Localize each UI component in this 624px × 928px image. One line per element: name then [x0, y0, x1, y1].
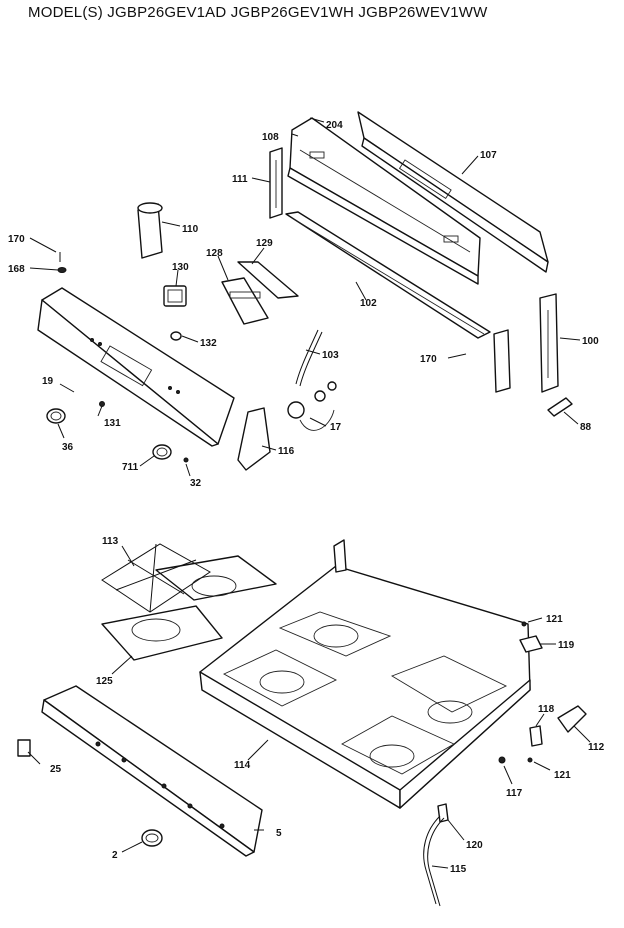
part-112-latch [557, 705, 587, 733]
callout-36: 36 [62, 442, 74, 453]
part-manifold-panel [37, 287, 235, 447]
part-118-bracket [529, 725, 543, 747]
callout-132: 132 [200, 338, 217, 349]
callout-121-top: 121 [546, 614, 563, 625]
part-88-clip [547, 397, 573, 417]
callout-118: 118 [538, 704, 555, 715]
callout-labels: 204 108 107 111 110 170 168 128 129 130 … [8, 120, 605, 875]
callout-107: 107 [480, 150, 497, 161]
callout-5: 5 [276, 828, 282, 839]
part-125-burner-pan [101, 555, 277, 661]
part-115-rod [423, 815, 445, 907]
part-113-grate [101, 543, 211, 613]
callout-100: 100 [582, 336, 599, 347]
callout-170-right: 170 [420, 354, 437, 365]
callout-117: 117 [506, 788, 523, 799]
callout-111: 111 [232, 174, 248, 185]
part-5-front-panel [41, 685, 263, 857]
callout-130: 130 [172, 262, 189, 273]
part-17-valve-set [287, 381, 337, 431]
callout-121-bottom: 121 [554, 770, 571, 781]
callout-115: 115 [450, 864, 467, 875]
callout-131: 131 [104, 418, 121, 429]
callout-119: 119 [558, 640, 575, 651]
part-711-knob [152, 444, 172, 460]
callout-17: 17 [330, 422, 342, 433]
model-header: MODEL(S) JGBP26GEV1AD JGBP26GEV1WH JGBP2… [28, 4, 488, 21]
part-32-screw [183, 457, 189, 463]
callout-25: 25 [50, 764, 62, 775]
part-121-screw-top [521, 621, 527, 627]
callout-204: 204 [326, 120, 343, 131]
part-25-bracket [17, 739, 31, 757]
part-103-tube [295, 329, 323, 387]
part-131-screw [99, 401, 105, 407]
part-2-knob [141, 829, 163, 847]
callout-108: 108 [262, 132, 279, 143]
part-108-backsplash [287, 117, 481, 285]
part-small-bracket [493, 329, 511, 393]
callout-116: 116 [278, 446, 295, 457]
callout-102: 102 [360, 298, 377, 309]
callout-112: 112 [588, 742, 605, 753]
callout-711: 711 [122, 462, 139, 473]
part-168-washer [57, 267, 67, 273]
part-132-clip [170, 331, 182, 341]
callout-88: 88 [580, 422, 592, 433]
part-111-bracket [269, 147, 283, 219]
callout-2: 2 [112, 850, 118, 861]
callout-168: 168 [8, 264, 25, 275]
part-102-rail [285, 211, 491, 339]
part-129-128-display-board [221, 261, 299, 325]
part-36-knob [46, 408, 66, 424]
part-117-plug [498, 756, 506, 764]
leader-lines [27, 117, 591, 869]
callout-128: 128 [206, 248, 223, 259]
callout-19: 19 [42, 376, 54, 387]
callout-125: 125 [96, 676, 113, 687]
callout-103: 103 [322, 350, 339, 361]
part-110-valve-cover [137, 202, 163, 259]
part-116-ignitor [237, 407, 271, 471]
callout-110: 110 [182, 224, 199, 235]
callout-114: 114 [234, 760, 251, 771]
part-19-pin [59, 383, 75, 393]
callout-129: 129 [256, 238, 273, 249]
part-100-side-bracket [539, 293, 559, 393]
part-107-backsplash-trim [357, 111, 549, 273]
part-119-clip [519, 635, 543, 653]
part-121-screw-bottom [527, 757, 533, 763]
part-114-cooktop [199, 539, 531, 809]
callout-32: 32 [190, 478, 202, 489]
callout-113: 113 [102, 536, 119, 547]
callout-120: 120 [466, 840, 483, 851]
part-130-switch [163, 285, 187, 307]
callout-170-top: 170 [8, 234, 25, 245]
